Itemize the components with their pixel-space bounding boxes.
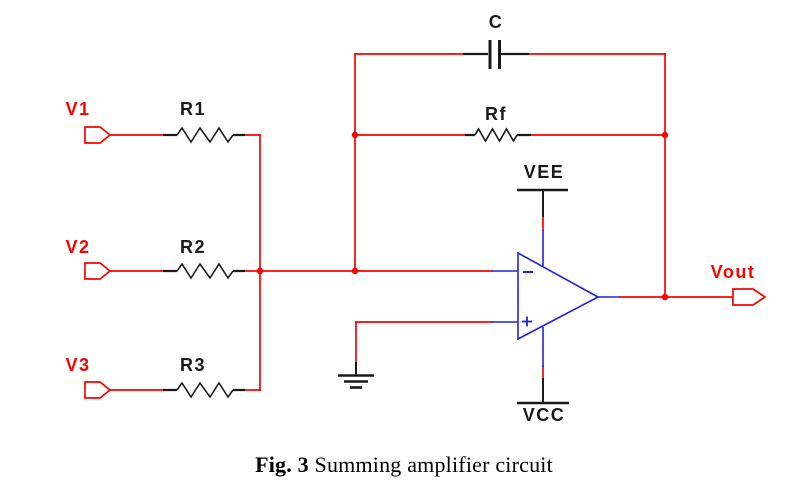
junction-dot [661,131,669,139]
junction-dot [351,267,359,275]
resistor-r2 [163,262,245,280]
caption-text: Summing amplifier circuit [314,452,553,477]
summing-amplifier-schematic: V1 V2 V3 R1 R2 R3 C Rf VEE VCC Vout [65,12,767,425]
resistor-rf [465,127,531,143]
resistor-r3 [163,381,245,399]
vee-rail-symbol [517,188,568,217]
label-vout: Vout [711,262,756,282]
label-v2: V2 [65,237,90,257]
label-v3: V3 [65,355,90,375]
opamp [492,230,620,367]
port-v1 [84,126,112,144]
figure-caption: Fig. 3 Summing amplifier circuit [0,452,808,478]
resistor-r1 [163,126,245,144]
junction-dot [351,131,359,139]
port-v3 [84,381,112,399]
capacitor-c [463,40,529,69]
label-r3: R3 [180,355,206,375]
vcc-rail-symbol [517,378,569,405]
ground-symbol [338,362,374,389]
junction-dot [256,267,264,275]
label-c: C [489,12,504,32]
caption-number: Fig. 3 [255,452,309,477]
opamp-plus-sign [522,316,532,327]
label-r1: R1 [180,99,206,119]
junction-dot [661,293,669,301]
port-vout [732,288,767,306]
label-v1: V1 [65,99,90,119]
opamp-triangle [517,251,600,341]
port-v2 [84,262,112,280]
label-vee: VEE [524,162,565,182]
label-rf: Rf [485,104,507,124]
wire-noninverting-to-ground [355,321,493,363]
label-vcc: VCC [523,405,566,425]
label-r2: R2 [180,237,206,257]
